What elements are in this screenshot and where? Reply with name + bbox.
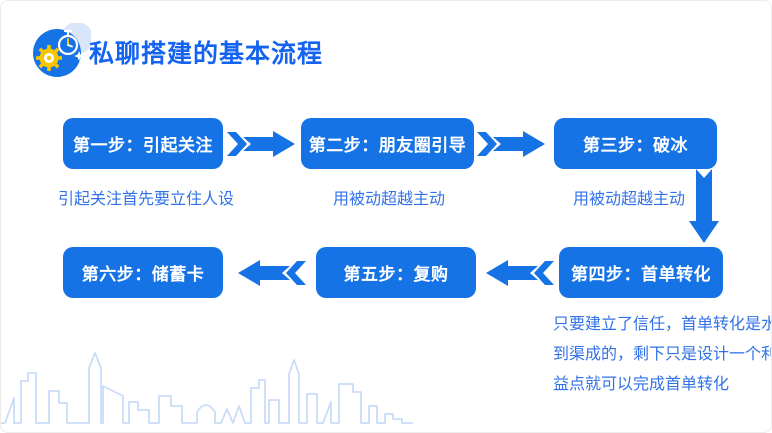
arrow-right-icon bbox=[227, 131, 295, 157]
city-skyline-outline bbox=[1, 352, 413, 424]
arrow-down-icon bbox=[689, 169, 719, 243]
stopwatch-icon bbox=[57, 29, 79, 56]
step-box-6: 第六步：储蓄卡 bbox=[63, 247, 223, 298]
step-label-1: 第一步：引起关注 bbox=[73, 136, 213, 155]
step-label-3: 第三步：破冰 bbox=[583, 136, 688, 155]
gear-icon bbox=[36, 45, 62, 71]
arrow-right-icon bbox=[477, 131, 545, 157]
step-label-4: 第四步：首单转化 bbox=[571, 265, 711, 284]
step-caption-1: 引起关注首先要立住人设 bbox=[58, 191, 235, 208]
step-label-5: 第五步：复购 bbox=[343, 265, 449, 284]
step-label-6: 第六步：储蓄卡 bbox=[81, 265, 205, 284]
step-label-2: 第二步：朋友圈引导 bbox=[308, 136, 467, 155]
step-caption-2: 用被动超越主动 bbox=[332, 191, 446, 208]
sparkle-icon bbox=[74, 51, 84, 61]
arrow-left-icon bbox=[238, 260, 306, 286]
step-caption-4: 只要建立了信任，首单转化是水到渠成的，剩下只是设计一个利益点就可以完成首单转化 bbox=[553, 316, 772, 393]
page-title: 私聊搭建的基本流程 bbox=[89, 40, 324, 68]
arrow-left-icon bbox=[486, 260, 554, 286]
step-box-1: 第一步：引起关注 bbox=[63, 118, 223, 169]
gear-stopwatch-icon bbox=[33, 23, 91, 77]
step-box-5: 第五步：复购 bbox=[316, 247, 476, 298]
step-box-4: 第四步：首单转化 bbox=[559, 247, 723, 298]
step-caption-3: 用被动超越主动 bbox=[572, 191, 686, 208]
step-box-2: 第二步：朋友圈引导 bbox=[301, 118, 474, 169]
step-box-3: 第三步：破冰 bbox=[554, 118, 717, 169]
